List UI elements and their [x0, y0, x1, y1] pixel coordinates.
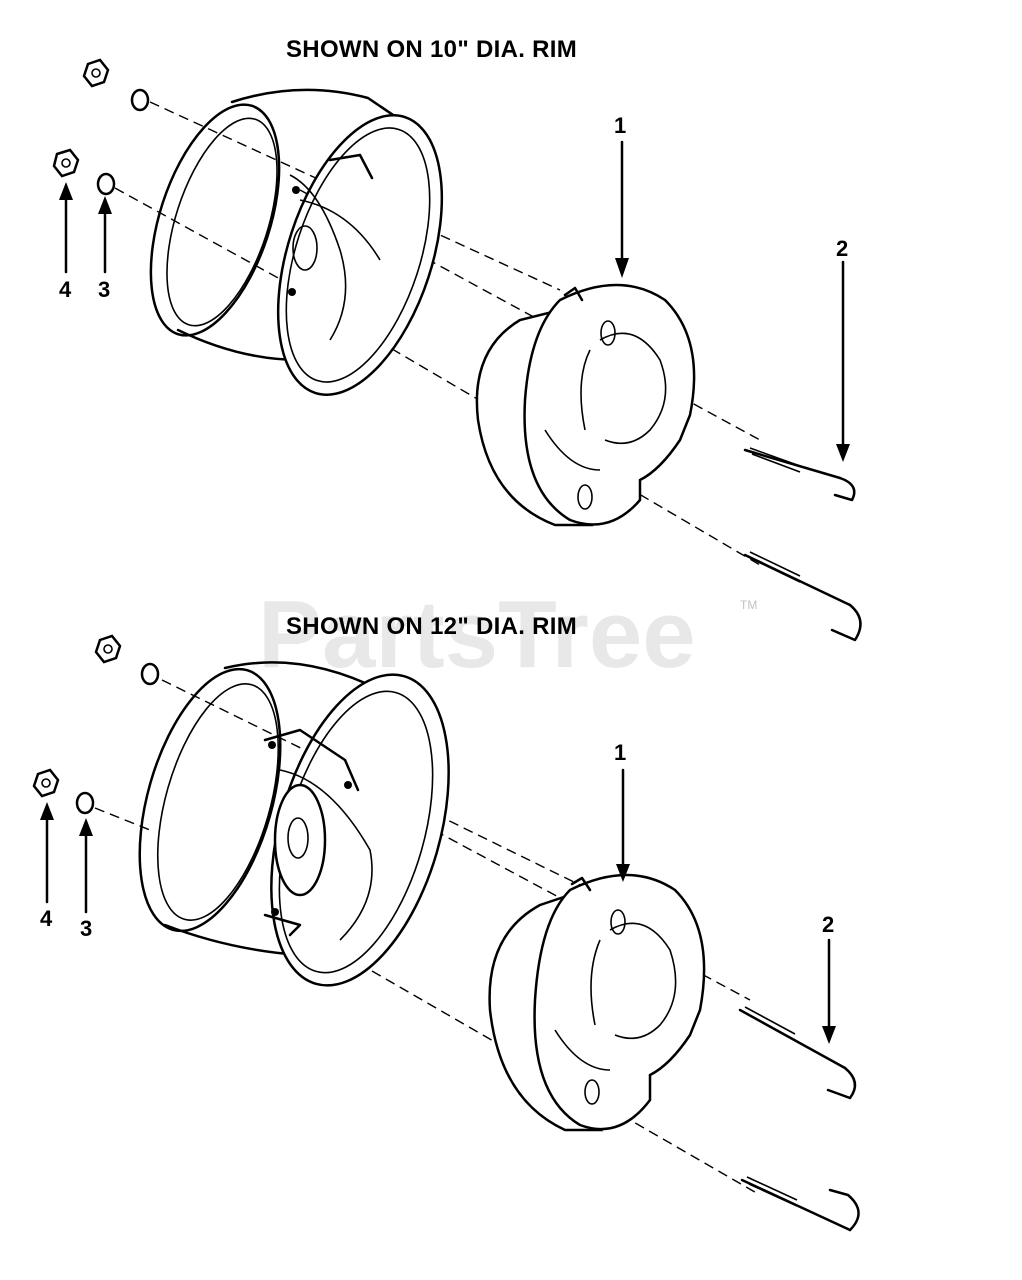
lockwasher-10in-upper [130, 88, 150, 112]
hex-nut-10in-lower [52, 148, 80, 178]
arrow-icon [836, 444, 850, 462]
callout-lockwasher-12in: 3 [80, 916, 93, 941]
j-bolt-10in-upper [743, 447, 856, 502]
hex-nut-10in-upper [82, 58, 110, 88]
arrow-icon [98, 196, 112, 214]
assembly-line [349, 784, 751, 1001]
assembly-10in [52, 58, 862, 642]
wheel-weight-12in [488, 873, 706, 1132]
assembly-12in [32, 634, 860, 1232]
hex-nut-12in-upper [94, 634, 122, 664]
watermark-trademark: TM [740, 598, 758, 612]
arrow-icon [616, 864, 630, 882]
lockwasher-10in-lower [96, 172, 116, 196]
arrow-icon [79, 818, 93, 836]
lockwasher-12in-upper [140, 662, 160, 686]
arrow-icon [40, 802, 54, 820]
callout-bolt-12in: 2 [822, 912, 835, 937]
wheel-rim-12in [138, 661, 450, 987]
hex-nut-12in-lower [32, 768, 60, 798]
callout-lockwasher-10in: 3 [98, 277, 111, 302]
arrow-icon [59, 182, 73, 200]
wheel-rim-10in [149, 88, 444, 396]
callout-nut-12in: 4 [40, 906, 53, 931]
callout-bolt-10in: 2 [836, 236, 849, 261]
j-bolt-12in-lower [740, 1176, 860, 1232]
j-bolt-12in-upper [738, 1006, 857, 1100]
callout-nut-10in: 4 [59, 277, 72, 302]
arrow-icon [615, 258, 629, 278]
callout-weight-12in: 1 [614, 740, 627, 765]
arrow-icon [822, 1026, 836, 1044]
assembly-line [114, 187, 301, 291]
diagram-title-10in: SHOWN ON 10" DIA. RIM [286, 36, 578, 63]
callout-weight-10in: 1 [614, 113, 627, 138]
wheel-weight-10in [475, 283, 696, 527]
diagram-title-12in: SHOWN ON 12" DIA. RIM [286, 613, 578, 640]
j-bolt-10in-lower [743, 551, 862, 642]
lockwasher-12in-lower [75, 791, 95, 815]
